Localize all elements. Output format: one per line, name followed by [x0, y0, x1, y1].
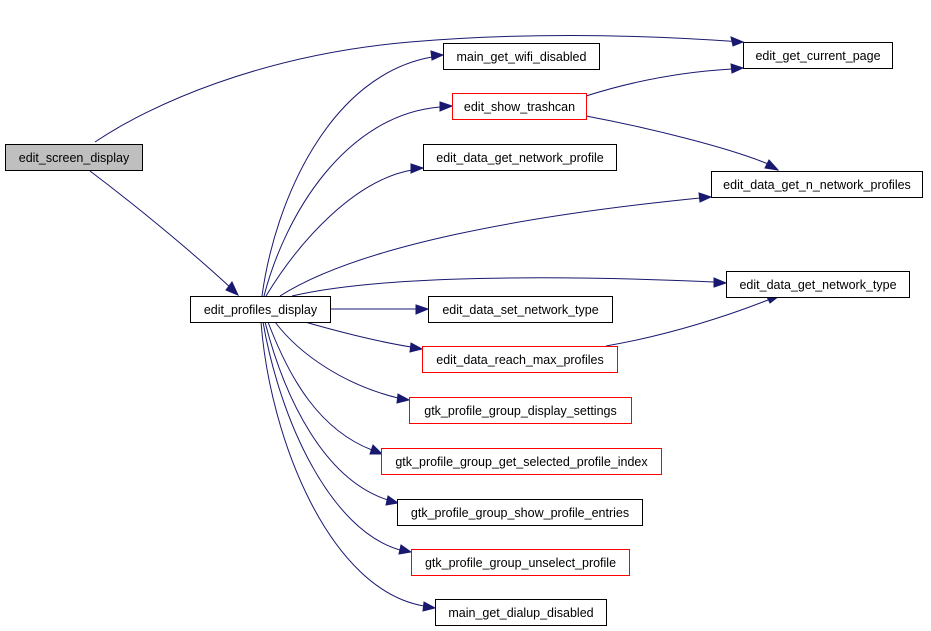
edge-line — [267, 321, 373, 451]
node-label: edit_profiles_display — [204, 303, 318, 317]
node-box — [711, 171, 923, 198]
edge-edit_profiles_display-to-main_get_wifi_disabled — [261, 50, 445, 297]
edge-line — [291, 277, 715, 297]
edge-line — [265, 169, 413, 297]
arrowhead-icon — [730, 36, 745, 47]
node-label: main_get_wifi_disabled — [457, 50, 587, 64]
edge-edit_data_reach_max_profiles-to-edit_data_get_network_type — [605, 294, 781, 347]
node-box — [381, 448, 662, 475]
node-edit_profiles_display[interactable]: edit_profiles_display — [190, 296, 331, 323]
arrowhead-icon — [410, 163, 425, 174]
node-label: gtk_profile_group_unselect_profile — [425, 556, 616, 570]
node-label: edit_data_reach_max_profiles — [436, 353, 603, 367]
arrowhead-icon — [385, 495, 400, 506]
node-edit_screen_display[interactable]: edit_screen_display — [5, 144, 143, 171]
edge-edit_profiles_display-to-gtk_profile_group_get_selected_profile_index — [267, 321, 384, 455]
node-label: edit_get_current_page — [755, 49, 880, 63]
edge-line — [94, 34, 744, 143]
edge-edit_profiles_display-to-main_get_dialup_disabled — [260, 321, 437, 612]
arrowhead-icon — [422, 601, 437, 612]
edge-line — [261, 56, 433, 297]
edge-line — [260, 321, 425, 607]
edge-edit_profiles_display-to-edit_data_get_network_type — [291, 277, 728, 297]
arrowhead-icon — [439, 101, 454, 112]
arrowhead-icon — [398, 544, 413, 555]
arrowhead-icon — [713, 277, 728, 288]
edge-edit_profiles_display-to-edit_show_trashcan — [263, 101, 454, 297]
node-box — [435, 599, 607, 626]
edge-line — [304, 321, 412, 348]
edge-edit_screen_display-to-edit_get_current_page — [94, 34, 745, 143]
node-edit_get_current_page[interactable]: edit_get_current_page — [743, 42, 893, 69]
edge-edit_profiles_display-to-edit_data_set_network_type — [330, 304, 430, 315]
node-gtk_profile_group_display_settings[interactable]: gtk_profile_group_display_settings — [409, 397, 632, 424]
edge-line — [263, 106, 441, 297]
edge-edit_screen_display-to-edit_profiles_display — [89, 170, 239, 296]
edge-line — [279, 197, 701, 297]
arrowhead-icon — [730, 63, 745, 74]
node-label: edit_data_get_network_profile — [436, 151, 604, 165]
node-box — [409, 397, 632, 424]
node-main_get_wifi_disabled[interactable]: main_get_wifi_disabled — [443, 43, 600, 70]
node-box — [452, 93, 587, 120]
node-label: edit_data_get_network_type — [739, 278, 896, 292]
node-box — [423, 144, 617, 171]
node-label: edit_data_get_n_network_profiles — [723, 178, 911, 192]
edge-edit_profiles_display-to-gtk_profile_group_show_profile_entries — [264, 321, 400, 506]
edge-edit_show_trashcan-to-edit_data_get_n_network_profiles — [585, 115, 780, 171]
arrowhead-icon — [396, 393, 411, 404]
node-box — [411, 549, 630, 576]
edge-line — [605, 299, 769, 347]
arrowhead-icon — [698, 192, 713, 203]
node-edit_data_get_network_type[interactable]: edit_data_get_network_type — [726, 271, 910, 298]
node-edit_show_trashcan[interactable]: edit_show_trashcan — [452, 93, 587, 120]
arrowhead-icon — [415, 304, 430, 315]
node-label: main_get_dialup_disabled — [448, 606, 593, 620]
arrowhead-icon — [369, 444, 384, 455]
node-label: gtk_profile_group_display_settings — [424, 404, 617, 418]
node-label: edit_data_set_network_type — [442, 303, 598, 317]
edge-edit_profiles_display-to-gtk_profile_group_unselect_profile — [262, 321, 413, 555]
node-edit_data_get_network_profile[interactable]: edit_data_get_network_profile — [423, 144, 617, 171]
edge-edit_profiles_display-to-gtk_profile_group_display_settings — [274, 321, 411, 404]
edge-edit_profiles_display-to-edit_data_get_network_profile — [265, 163, 425, 297]
edge-line — [262, 321, 401, 551]
node-label: edit_screen_display — [19, 151, 130, 165]
node-box — [422, 346, 618, 373]
arrowhead-icon — [764, 159, 780, 171]
edges-layer — [89, 34, 781, 612]
node-box — [190, 296, 331, 323]
edge-edit_show_trashcan-to-edit_get_current_page — [585, 63, 745, 97]
node-gtk_profile_group_show_profile_entries[interactable]: gtk_profile_group_show_profile_entries — [397, 499, 643, 526]
edge-line — [274, 321, 399, 399]
edge-line — [89, 170, 233, 290]
arrowhead-icon — [409, 342, 424, 353]
node-label: edit_show_trashcan — [464, 100, 575, 114]
node-box — [5, 144, 143, 171]
edge-line — [585, 68, 733, 97]
node-edit_data_reach_max_profiles[interactable]: edit_data_reach_max_profiles — [422, 346, 618, 373]
edge-line — [585, 115, 769, 165]
nodes-layer: edit_screen_display edit_profiles_display… — [5, 42, 923, 626]
edge-edit_profiles_display-to-edit_data_reach_max_profiles — [304, 321, 424, 353]
edge-edit_profiles_display-to-edit_data_get_n_network_profiles — [279, 192, 713, 297]
node-box — [726, 271, 910, 298]
arrowhead-icon — [430, 50, 445, 61]
node-edit_data_set_network_type[interactable]: edit_data_set_network_type — [428, 296, 613, 323]
node-label: gtk_profile_group_get_selected_profile_i… — [395, 455, 648, 469]
node-box — [428, 296, 613, 323]
node-gtk_profile_group_unselect_profile[interactable]: gtk_profile_group_unselect_profile — [411, 549, 630, 576]
edge-line — [264, 321, 389, 501]
node-label: gtk_profile_group_show_profile_entries — [411, 506, 629, 520]
node-box — [743, 42, 893, 69]
node-gtk_profile_group_get_selected_profile_index[interactable]: gtk_profile_group_get_selected_profile_i… — [381, 448, 662, 475]
node-box — [397, 499, 643, 526]
node-main_get_dialup_disabled[interactable]: main_get_dialup_disabled — [435, 599, 607, 626]
arrowhead-icon — [225, 281, 239, 296]
node-box — [443, 43, 600, 70]
node-edit_data_get_n_network_profiles[interactable]: edit_data_get_n_network_profiles — [711, 171, 923, 198]
